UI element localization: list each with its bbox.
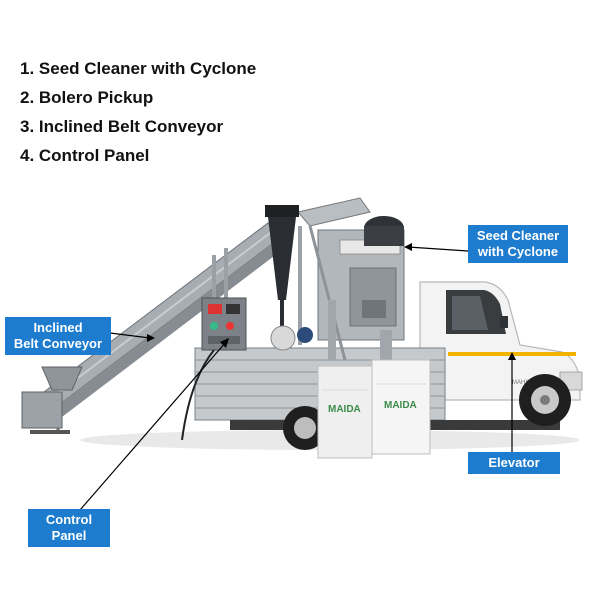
- inclined-belt-conveyor: [21, 222, 282, 434]
- callout-control-panel: Control Panel: [28, 509, 110, 547]
- callout-elevator-line1: Elevator: [488, 455, 540, 470]
- pointer-seed-cleaner: [407, 246, 469, 252]
- seed-cleaner-with-cyclone: [265, 197, 405, 370]
- legend-item-control-panel: 4. Control Panel: [20, 146, 150, 165]
- maida-bags: MAIDA MAIDA: [317, 359, 431, 459]
- callout-seed-cleaner-line2: with Cyclone: [477, 244, 559, 259]
- legend-item-bolero-pickup: 2. Bolero Pickup: [20, 88, 154, 107]
- callout-elevator: Elevator: [468, 452, 560, 474]
- rear-wheel: [283, 406, 327, 450]
- callout-conveyor-line1: Inclined: [33, 320, 83, 335]
- callout-seed-cleaner-line1: Seed Cleaner: [476, 228, 560, 243]
- pointer-control-panel: [79, 341, 227, 511]
- callout-control-panel-line2: Panel: [51, 528, 87, 543]
- pointer-conveyor: [109, 332, 151, 339]
- front-wheel: [519, 374, 571, 426]
- bag-label-right: MAIDA: [384, 400, 417, 411]
- legend-item-inclined-conveyor: 3. Inclined Belt Conveyor: [20, 117, 224, 136]
- callout-seed-cleaner: Seed Cleaner with Cyclone: [468, 225, 568, 263]
- pointer-lines: [79, 243, 516, 511]
- callout-inclined-conveyor: Inclined Belt Conveyor: [5, 317, 111, 355]
- bag-label-left: MAIDA: [328, 404, 361, 415]
- callout-control-panel-line1: Control: [45, 512, 93, 527]
- legend-list: 1. Seed Cleaner with Cyclone 2. Bolero P…: [20, 54, 256, 170]
- legend-item-seed-cleaner: 1. Seed Cleaner with Cyclone: [20, 59, 257, 78]
- callout-conveyor-line2: Belt Conveyor: [13, 336, 103, 351]
